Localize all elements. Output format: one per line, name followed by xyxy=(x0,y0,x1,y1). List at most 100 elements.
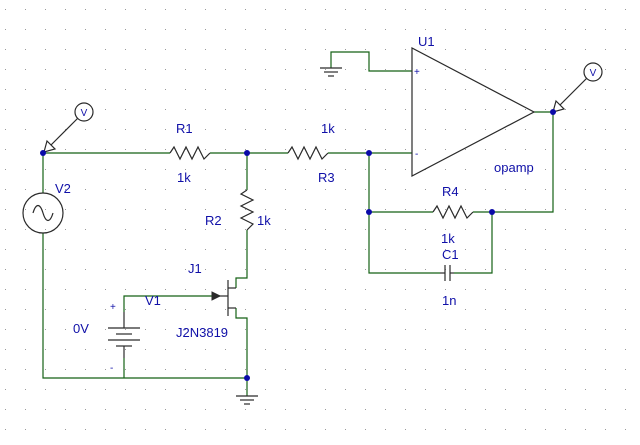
grid-dot xyxy=(165,49,166,50)
resistor-r3[interactable] xyxy=(287,145,329,161)
grid-dot xyxy=(545,69,546,70)
grid-dot xyxy=(625,29,626,30)
grid-dot xyxy=(325,349,326,350)
grid-dot xyxy=(125,129,126,130)
junction-nodes xyxy=(40,109,556,381)
opamp-u1[interactable] xyxy=(411,47,536,177)
grid-dot xyxy=(205,269,206,270)
wire-jfet-source-to-ground-node xyxy=(235,308,248,378)
grid-dot xyxy=(425,309,426,310)
r1-value-label: 1k xyxy=(177,170,191,185)
ac-source-v2[interactable] xyxy=(22,192,64,234)
opamp-minus-sign: - xyxy=(415,149,418,160)
grid-dot xyxy=(585,9,586,10)
grid-dot xyxy=(385,149,386,150)
grid-dot xyxy=(65,249,66,250)
grid-dot xyxy=(445,189,446,190)
grid-dot xyxy=(345,29,346,30)
c1-value-label: 1n xyxy=(442,293,456,308)
grid-dot xyxy=(445,169,446,170)
grid-dot xyxy=(205,49,206,50)
grid-dot xyxy=(625,189,626,190)
grid-dot xyxy=(225,69,226,70)
grid-dot xyxy=(525,89,526,90)
grid-dot xyxy=(285,169,286,170)
grid-dot xyxy=(325,229,326,230)
grid-dot xyxy=(265,289,266,290)
grid-dot xyxy=(385,169,386,170)
grid-dot xyxy=(625,169,626,170)
grid-dot xyxy=(105,309,106,310)
grid-dot xyxy=(185,289,186,290)
resistor-r1[interactable] xyxy=(169,145,211,161)
grid-dot xyxy=(525,329,526,330)
grid-dot xyxy=(545,309,546,310)
grid-dot xyxy=(445,409,446,410)
grid-dot xyxy=(225,109,226,110)
grid-dot xyxy=(85,289,86,290)
grid-dot xyxy=(65,149,66,150)
grid-dot xyxy=(5,29,6,30)
grid-dot xyxy=(405,269,406,270)
grid-dot xyxy=(325,9,326,10)
grid-dot xyxy=(405,229,406,230)
grid-dot xyxy=(245,69,246,70)
grid-dot xyxy=(185,409,186,410)
grid-dot xyxy=(185,209,186,210)
grid-dot xyxy=(565,9,566,10)
grid-dot xyxy=(165,149,166,150)
grid-dot xyxy=(385,269,386,270)
grid-dot xyxy=(625,349,626,350)
grid-dot xyxy=(165,169,166,170)
grid-dot xyxy=(65,309,66,310)
dc-source-v1[interactable] xyxy=(108,312,140,358)
grid-dot xyxy=(605,149,606,150)
capacitor-c1[interactable] xyxy=(440,265,454,281)
grid-dot xyxy=(385,429,386,430)
grid-dot xyxy=(325,109,326,110)
grid-dot xyxy=(385,249,386,250)
grid-dot xyxy=(225,169,226,170)
grid-dot xyxy=(145,369,146,370)
grid-dot xyxy=(545,429,546,430)
grid-dot xyxy=(345,269,346,270)
grid-dot xyxy=(25,149,26,150)
grid-dot xyxy=(505,29,506,30)
grid-dot xyxy=(105,129,106,130)
grid-dot xyxy=(245,349,246,350)
voltage-probe-input[interactable] xyxy=(43,102,94,153)
grid-dot xyxy=(425,329,426,330)
grid-dot xyxy=(605,189,606,190)
grid-dot xyxy=(85,9,86,10)
grid-dot xyxy=(465,389,466,390)
grid-dot xyxy=(85,269,86,270)
jfet-j1[interactable] xyxy=(211,280,236,316)
grid-dot xyxy=(225,249,226,250)
resistor-r4[interactable] xyxy=(432,204,474,220)
r4-name-label: R4 xyxy=(442,184,459,199)
grid-dot xyxy=(545,289,546,290)
resistor-r2[interactable] xyxy=(239,189,255,231)
grid-dot xyxy=(225,189,226,190)
grid-dot xyxy=(85,189,86,190)
grid-dot xyxy=(525,189,526,190)
grid-dot xyxy=(565,249,566,250)
grid-dot xyxy=(165,329,166,330)
grid-dot xyxy=(85,329,86,330)
grid-dot xyxy=(165,69,166,70)
grid-dot xyxy=(45,349,46,350)
grid-dot xyxy=(45,129,46,130)
grid-dot xyxy=(565,389,566,390)
grid-dot xyxy=(585,49,586,50)
grid-dot xyxy=(145,189,146,190)
grid-dot xyxy=(325,169,326,170)
voltage-probe-output[interactable] xyxy=(552,62,603,113)
grid-dot xyxy=(345,389,346,390)
grid-dot xyxy=(525,249,526,250)
grid-dot xyxy=(585,349,586,350)
grid-dot xyxy=(365,349,366,350)
grid-dot xyxy=(305,169,306,170)
grid-dot xyxy=(285,389,286,390)
grid-dot xyxy=(65,69,66,70)
grid-dot xyxy=(65,369,66,370)
